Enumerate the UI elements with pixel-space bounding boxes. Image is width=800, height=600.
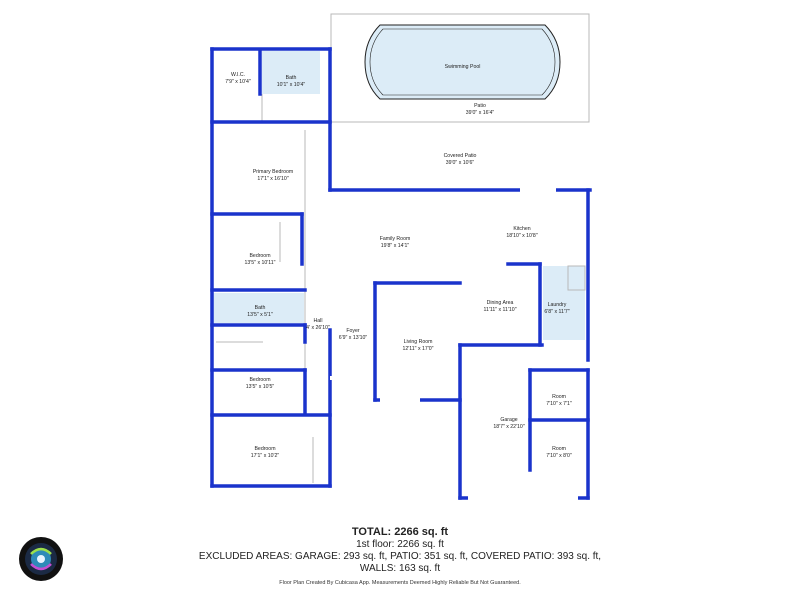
room-1-name: Room xyxy=(552,394,566,400)
room-label-room-2: Room 7'10" x 8'0" xyxy=(539,446,579,459)
room-label-garage: Garage 18'7" x 22'10" xyxy=(474,417,544,430)
bath-primary-fill xyxy=(262,51,320,94)
room-label-dining-area: Dining Area 11'11" x 11'10" xyxy=(465,300,535,313)
swimming-pool-inner xyxy=(369,28,556,96)
room-label-bath-2: Bath 13'5" x 5'1" xyxy=(235,305,285,318)
hall-name: Hall xyxy=(313,318,323,324)
thin-outlines xyxy=(216,13,590,483)
garage-dims: 18'7" x 22'10" xyxy=(493,423,525,430)
room-label-bedroom-2: Bedroom 13'5" x 10'5" xyxy=(225,377,295,390)
covered-patio-name: Covered Patio xyxy=(443,153,477,159)
living-room-dims: 12'11" x 17'0" xyxy=(402,345,434,352)
room-label-family-room: Family Room 19'8" x 14'1" xyxy=(360,236,430,249)
bedroom-2-dims: 13'5" x 10'5" xyxy=(245,383,275,390)
room-label-primary-bedroom: Primary Bedroom 17'1" x 16'10" xyxy=(238,169,308,182)
laundry-counter xyxy=(567,265,586,291)
family-room-dims: 19'8" x 14'1" xyxy=(380,242,410,249)
foyer-name: Foyer xyxy=(346,328,360,334)
room-label-bath-primary: Bath 10'1" x 10'4" xyxy=(266,75,316,88)
total-area: TOTAL: 2266 sq. ft xyxy=(351,526,449,538)
covered-patio-dims: 39'0" x 10'6" xyxy=(445,159,475,166)
room-label-kitchen: Kitchen 18'10" x 10'8" xyxy=(487,226,557,239)
dining-area-name: Dining Area xyxy=(486,300,514,306)
room-label-pool: Swimming Pool xyxy=(425,64,500,71)
bath-primary-name: Bath xyxy=(285,75,297,81)
room-label-living-room: Living Room 12'11" x 17'0" xyxy=(383,339,453,352)
foyer-dims: 6'9" x 13'10" xyxy=(338,334,368,341)
excluded-areas: EXCLUDED AREAS: GARAGE: 293 sq. ft, PATI… xyxy=(198,551,602,562)
room-label-hall: Hall 4' x 26'10" xyxy=(298,318,338,331)
room-label-room-1: Room 7'10" x 7'1" xyxy=(539,394,579,407)
hall-dims: 4' x 26'10" xyxy=(306,324,330,331)
room-label-laundry: Laundry 6'8" x 11'7" xyxy=(540,302,574,315)
bedroom-1-name: Bedroom xyxy=(249,253,271,259)
room-label-bedroom-1: Bedroom 13'5" x 10'11" xyxy=(225,253,295,266)
laundry-fill xyxy=(543,266,585,340)
laundry-dims: 6'8" x 11'7" xyxy=(544,308,570,315)
room-label-patio: Patio 39'0" x 16'4" xyxy=(445,103,515,116)
room-2-dims: 7'10" x 8'0" xyxy=(546,452,572,459)
room-label-foyer: Foyer 6'9" x 13'10" xyxy=(333,328,373,341)
dining-area-dims: 11'11" x 11'10" xyxy=(483,306,517,313)
walls-area: WALLS: 163 sq. ft xyxy=(359,563,441,574)
room-label-covered-patio: Covered Patio 39'0" x 10'6" xyxy=(425,153,495,166)
company-logo-icon xyxy=(19,537,63,581)
bath-2-fill xyxy=(213,293,304,323)
wic-name: W.I.C. xyxy=(230,72,246,78)
garage-name: Garage xyxy=(500,417,518,423)
swimming-pool-shape xyxy=(364,24,561,100)
patio-dims: 39'0" x 16'4" xyxy=(465,109,495,116)
primary-bedroom-dims: 17'1" x 16'10" xyxy=(257,175,289,182)
bedroom-1-dims: 13'5" x 10'11" xyxy=(244,259,276,266)
room-2-name: Room xyxy=(552,446,566,452)
bedroom-3-dims: 17'1" x 10'2" xyxy=(250,452,280,459)
patio-name: Patio xyxy=(474,103,486,109)
living-room-name: Living Room xyxy=(403,339,433,345)
kitchen-name: Kitchen xyxy=(513,226,531,232)
bedroom-2-name: Bedroom xyxy=(249,377,271,383)
first-floor-area: 1st floor: 2266 sq. ft xyxy=(356,539,444,550)
room-1-dims: 7'10" x 7'1" xyxy=(546,400,572,407)
family-room-name: Family Room xyxy=(379,236,411,242)
bath-primary-dims: 10'1" x 10'4" xyxy=(276,81,306,88)
wic-dims: 7'9" x 10'4" xyxy=(225,78,251,85)
bath-2-dims: 13'5" x 5'1" xyxy=(247,311,273,318)
walls xyxy=(210,47,592,500)
window-gaps xyxy=(330,188,578,500)
room-label-bedroom-3: Bedroom 17'1" x 10'2" xyxy=(230,446,300,459)
bath-2-name: Bath xyxy=(254,305,266,311)
kitchen-dims: 18'10" x 10'8" xyxy=(506,232,538,239)
laundry-name: Laundry xyxy=(547,302,567,308)
disclaimer-footer: Floor Plan Created By Cubicasa App. Meas… xyxy=(279,580,521,586)
room-fills xyxy=(213,51,585,340)
room-label-wic: W.I.C. 7'9" x 10'4" xyxy=(218,72,258,85)
pool-name: Swimming Pool xyxy=(444,64,481,70)
primary-bedroom-name: Primary Bedroom xyxy=(252,169,294,175)
bedroom-3-name: Bedroom xyxy=(254,446,276,452)
